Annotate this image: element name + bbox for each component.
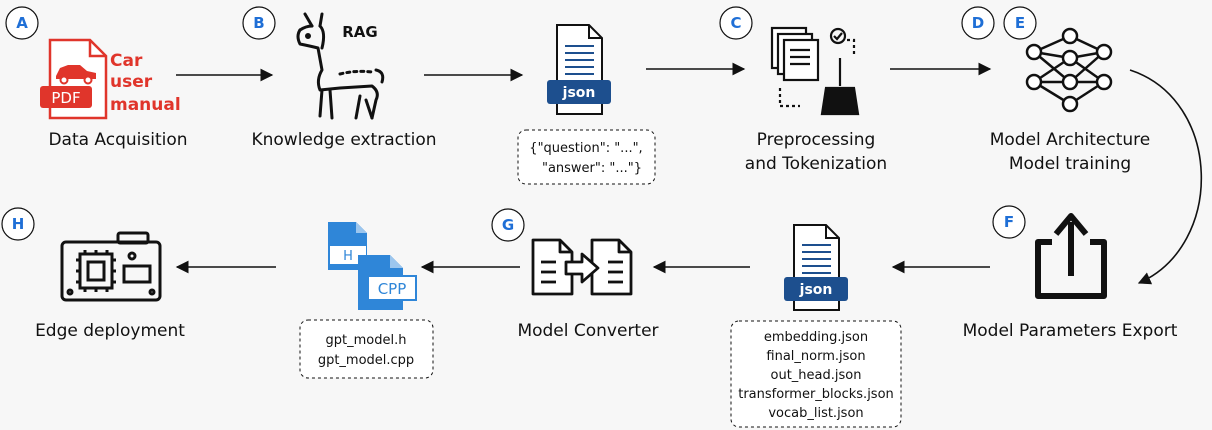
svg-text:json: json: [799, 282, 833, 298]
preprocessing-icon: [770, 26, 860, 116]
json-export-document-icon: json: [784, 224, 848, 311]
svg-text:B: B: [253, 14, 264, 32]
svg-text:D: D: [972, 14, 984, 32]
export-icon: [1035, 213, 1107, 299]
svg-text:A: A: [16, 14, 28, 32]
svg-text:G: G: [502, 216, 514, 234]
edge-deployment-label: Edge deployment: [35, 321, 185, 341]
svg-text:F: F: [1004, 213, 1014, 231]
svg-text:CPP: CPP: [378, 280, 407, 298]
step-circle-b: B: [242, 6, 276, 40]
step-circle-f: F: [992, 205, 1026, 239]
generated-file-item: gpt_model.cpp: [318, 353, 414, 368]
step-circle-e: E: [1003, 6, 1037, 40]
pdf-document-icon: PDF: [40, 38, 108, 120]
step-circle-a: A: [5, 6, 39, 40]
export-file-item: embedding.json: [764, 330, 868, 345]
svg-text:C: C: [730, 14, 741, 32]
model-converter-label: Model Converter: [517, 321, 658, 341]
model-architecture-label: Model Architecture: [990, 130, 1151, 150]
qa-format-note: {"question": "...", "answer": "..."}: [517, 129, 656, 185]
generated-file-item: gpt_model.h: [326, 333, 407, 348]
export-file-item: out_head.json: [771, 368, 862, 383]
converter-icon: [531, 238, 633, 296]
rag-label: RAG: [342, 23, 377, 41]
step-circle-h: H: [1, 207, 35, 241]
preprocessing-label-line2: and Tokenization: [745, 154, 887, 174]
neural-network-icon: [1025, 27, 1113, 113]
pdf-text-manual: manual: [110, 95, 181, 115]
svg-text:json: json: [562, 85, 596, 101]
pdf-text-user: user: [110, 72, 153, 92]
svg-text:PDF: PDF: [51, 89, 80, 107]
microcontroller-board-icon: [60, 231, 162, 302]
step-circle-g: G: [491, 208, 525, 242]
export-file-item: transformer_blocks.json: [738, 387, 894, 402]
svg-text:H: H: [12, 215, 25, 233]
model-export-label: Model Parameters Export: [963, 321, 1178, 341]
cpp-file-icon: CPP: [358, 255, 417, 310]
pdf-text-car: Car: [110, 51, 143, 71]
car-icon: [56, 65, 96, 85]
preprocessing-label-line1: Preprocessing: [757, 130, 876, 150]
export-files-note: embedding.json final_norm.json out_head.…: [730, 320, 902, 428]
svg-text:E: E: [1015, 14, 1025, 32]
export-file-item: final_norm.json: [766, 349, 865, 364]
generated-files-note: gpt_model.h gpt_model.cpp: [299, 319, 434, 379]
export-file-item: vocab_list.json: [768, 406, 863, 421]
model-training-label: Model training: [1009, 154, 1131, 174]
svg-text:H: H: [343, 249, 353, 264]
header-file-icon: H: [328, 222, 367, 270]
step-circle-c: C: [719, 6, 753, 40]
data-acquisition-label: Data Acquisition: [48, 130, 187, 150]
json-document-icon: json: [547, 24, 611, 115]
arrow-de-to-f: [1129, 69, 1203, 285]
svg-text:"answer": "..."}: "answer": "..."}: [542, 161, 642, 176]
llama-icon: [296, 12, 385, 120]
step-circle-d: D: [961, 6, 995, 40]
svg-text:{"question": "...",: {"question": "...",: [529, 141, 642, 156]
knowledge-extraction-label: Knowledge extraction: [251, 130, 436, 150]
